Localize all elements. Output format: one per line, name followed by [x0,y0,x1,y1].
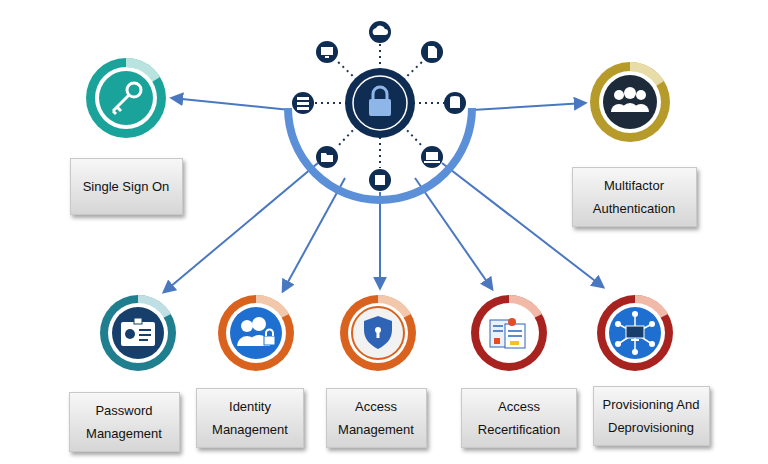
access-icon [340,295,416,371]
label-box: Identity Management [196,388,304,448]
identity-icon [218,295,294,371]
label-text: Multifactor Authentication [579,174,690,220]
sso-icon [86,58,166,138]
label-text: Identity Management [203,395,297,441]
label-box: Access Management [326,388,427,448]
password-icon [100,295,176,371]
label-text: Single Sign On [83,175,170,198]
hub-spokes [314,44,444,168]
label-text: Access Recertification [468,395,570,441]
label-box: Password Management [69,392,180,452]
label-box: Single Sign On [70,158,183,215]
recertification-icon [471,295,547,371]
satellite-icons [292,21,466,191]
mfa-icon [590,62,670,142]
label-box: Provisioning And Deprovisioning [593,386,710,446]
provisioning-icon [597,295,673,371]
hub-lock [345,68,415,138]
label-text: Password Management [76,399,173,445]
label-box: Access Recertification [461,388,577,448]
label-box: Multifactor Authentication [572,167,697,227]
label-text: Access Management [333,395,420,441]
label-text: Provisioning And Deprovisioning [600,393,703,439]
